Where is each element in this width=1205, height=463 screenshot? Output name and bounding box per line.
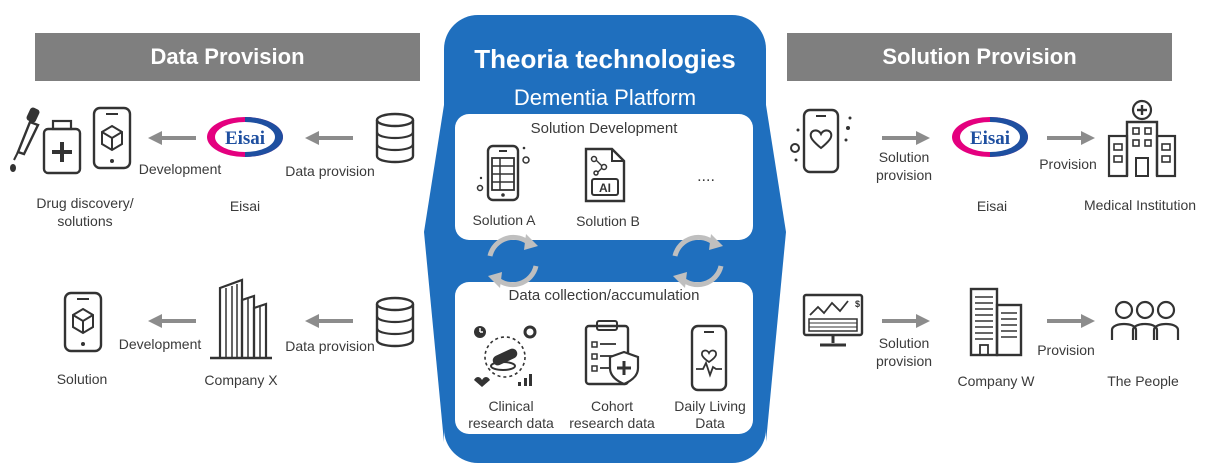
solution-label: Solution [56, 371, 108, 387]
company-w-label: Company W [957, 373, 1035, 389]
provision-label: Provision [1037, 342, 1095, 358]
data-provision-label: Data provision [285, 163, 375, 179]
company-x-label: Company X [204, 372, 278, 388]
eisai-logo-text: Eisai [225, 128, 265, 149]
hospital-icon [1107, 99, 1177, 178]
monitor-chart-icon: $ [802, 293, 864, 347]
database-icon [375, 296, 415, 348]
eisai-label: Eisai [229, 198, 261, 214]
solution-development-panel [455, 114, 753, 240]
left-arrow-icon [305, 314, 353, 328]
people-group-icon [1110, 300, 1180, 340]
right-arrow-icon [882, 314, 930, 328]
more-solutions-ellipsis: .... [697, 168, 715, 185]
cohort-data-line1: Cohort [590, 398, 634, 414]
left-arrow-icon [148, 314, 196, 328]
solution-provision-line2: provision [875, 167, 933, 183]
clinical-data-line2: research data [468, 415, 554, 431]
drug-discovery-label: Drug discovery/ solutions [20, 194, 150, 230]
right-arrow-icon [882, 131, 930, 145]
phone-table-icon [476, 144, 530, 202]
daily-living-data-label: Daily Living Data [664, 398, 756, 432]
office-building-icon [210, 278, 272, 360]
cycle-arrows-icon [487, 234, 539, 288]
daily-living-data-line2: Data [695, 415, 725, 431]
left-arrow-icon [148, 131, 196, 145]
data-collection-title: Data collection/accumulation [508, 287, 700, 304]
solution-provision-label: Solution provision [862, 334, 946, 370]
phone-heartbeat-icon [690, 324, 728, 392]
ai-document-icon: AI [584, 147, 626, 203]
eisai-logo: Eisai [207, 117, 283, 157]
development-label: Development [118, 336, 202, 352]
solution-provision-header: Solution Provision [787, 33, 1172, 81]
database-icon [375, 112, 415, 164]
clinical-data-line1: Clinical [488, 398, 534, 414]
solution-b-label: Solution B [576, 213, 640, 229]
cohort-data-label: Cohort research data [560, 398, 664, 432]
drug-discovery-icon [10, 106, 132, 175]
solution-a-label: Solution A [472, 212, 536, 228]
clipboard-shield-icon [584, 320, 640, 386]
solution-provision-line1: Solution [878, 335, 930, 351]
solution-provision-line2: provision [875, 353, 933, 369]
cycle-arrows-icon [672, 234, 724, 288]
data-provision-header: Data Provision [35, 33, 420, 81]
phone-heart-icon [790, 108, 852, 174]
solution-provision-line1: Solution [878, 149, 930, 165]
solution-development-title: Solution Development [530, 120, 678, 137]
daily-living-data-line1: Daily Living [674, 398, 746, 414]
data-provision-label: Data provision [285, 338, 375, 354]
cohort-data-line2: research data [569, 415, 655, 431]
drug-discovery-line2: solutions [57, 213, 113, 229]
platform-title: Theoria technologies [474, 44, 736, 74]
platform-subtitle: Dementia Platform [513, 85, 697, 110]
ai-badge-text: AI [599, 181, 611, 195]
phone-app-icon [63, 291, 103, 353]
office-building-icon [969, 287, 1023, 357]
clinical-data-label: Clinical research data [458, 398, 564, 432]
provision-label: Provision [1039, 156, 1097, 172]
drug-discovery-line1: Drug discovery/ [36, 195, 134, 211]
right-arrow-icon [1047, 131, 1095, 145]
development-label: Development [138, 161, 222, 177]
eisai-logo-text: Eisai [970, 128, 1010, 149]
medical-institution-label: Medical Institution [1083, 197, 1197, 213]
eisai-logo: Eisai [952, 117, 1028, 157]
solution-provision-label: Solution provision [862, 148, 946, 184]
eisai-label: Eisai [976, 198, 1008, 214]
clinical-data-icon [474, 325, 537, 387]
left-arrow-icon [305, 131, 353, 145]
svg-text:$: $ [855, 299, 860, 309]
right-arrow-icon [1047, 314, 1095, 328]
the-people-label: The People [1107, 373, 1179, 389]
